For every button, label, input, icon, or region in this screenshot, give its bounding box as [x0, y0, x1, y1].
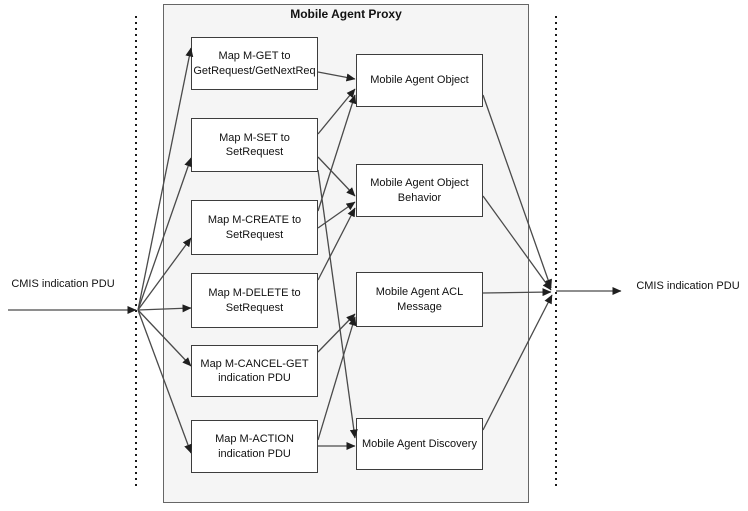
node-map-m-get: Map M-GET to GetRequest/GetNextReq	[191, 37, 318, 90]
node-map-m-create: Map M-CREATE to SetRequest	[191, 200, 318, 255]
node-map-m-delete: Map M-DELETE to SetRequest	[191, 273, 318, 328]
node-map-m-cancel-get: Map M-CANCEL-GET indication PDU	[191, 345, 318, 397]
node-label: Mobile Agent ACL Message	[375, 286, 464, 313]
node-label: Map M-DELETE to SetRequest	[208, 287, 301, 314]
node-label: Map M-SET to SetRequest	[219, 131, 290, 158]
node-label: Map M-ACTION indication PDU	[215, 433, 294, 460]
node-label: Map M-GET to GetRequest/GetNextReq	[193, 50, 316, 77]
node-mobile-agent-object: Mobile Agent Object	[356, 54, 483, 107]
node-map-m-set: Map M-SET to SetRequest	[191, 118, 318, 172]
node-label: Mobile Agent Object Behavior	[370, 177, 469, 204]
node-label: Mobile Agent Discovery	[362, 437, 477, 450]
node-label: Mobile Agent Object	[370, 74, 469, 87]
cmis-indication-pdu-in-label: CMIS indication PDU	[11, 278, 115, 290]
node-mobile-agent-discovery: Mobile Agent Discovery	[356, 418, 483, 470]
group-title: Mobile Agent Proxy	[290, 7, 402, 21]
node-mobile-agent-acl-message: Mobile Agent ACL Message	[356, 272, 483, 327]
node-map-m-action: Map M-ACTION indication PDU	[191, 420, 318, 473]
node-label: Map M-CREATE to SetRequest	[207, 214, 302, 241]
node-label: Map M-CANCEL-GET indication PDU	[200, 357, 309, 384]
cmis-indication-pdu-out-label: CMIS indication PDU	[636, 280, 740, 292]
node-mobile-agent-object-behavior: Mobile Agent Object Behavior	[356, 164, 483, 217]
